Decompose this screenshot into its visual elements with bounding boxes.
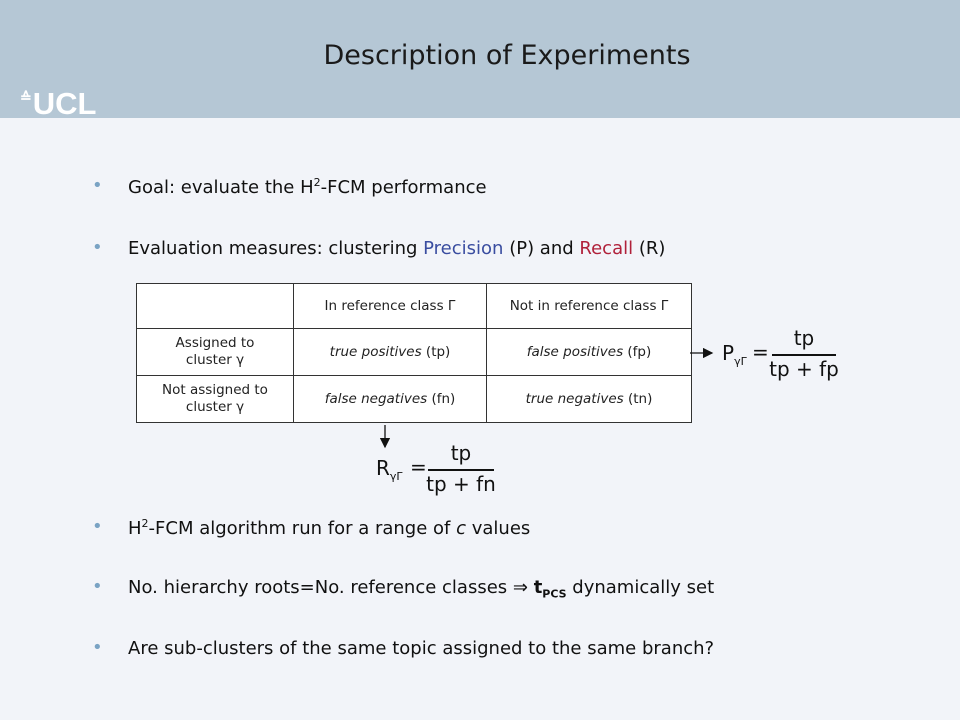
row-label-line2: cluster γ [185,352,245,368]
row-label-line1: Assigned to [175,335,255,352]
formula-lhs: R [376,456,390,480]
formula-eq: = [752,340,769,364]
cell-term: false negatives [324,391,428,407]
recall-word: Recall [579,238,634,259]
slide-title: Description of Experiments [323,40,691,71]
row-label-line1: Not assigned to [162,382,268,399]
formula-lhs: P [722,341,735,365]
cell-abbr: (fn) [427,391,456,407]
header-band [0,0,960,118]
confusion-matrix: In reference class Γ Not in reference cl… [136,283,692,423]
formula-sub: γΓ [734,355,747,368]
precision-word: Precision [423,238,504,259]
matrix-corner-cell [136,283,294,329]
row-label-line2: cluster γ [185,399,245,415]
bullet-roots-pre: No. hierarchy roots=No. reference classe… [128,577,534,598]
bullet-measures-pre: Evaluation measures: clustering [128,238,424,259]
bullet-dot: • [92,175,103,196]
bullet-algorithm-post: values [466,518,531,539]
bullet-algorithm-var: c [456,518,467,539]
bullet-roots-post: dynamically set [566,577,715,598]
bullet-goal-sup: 2 [313,176,321,189]
matrix-header-row: In reference class Γ Not in reference cl… [136,283,692,329]
cell-abbr: (tp) [421,344,451,360]
cell-true-positives: true positives (tp) [293,328,487,376]
formula-sub: γΓ [389,470,403,483]
formula-numerator: tp [793,326,815,350]
ucl-logo-text: UCL [32,86,97,121]
tpcs-t: t [533,577,543,598]
ucl-logo-mark: ≙ [20,89,32,105]
matrix-col-header-in: In reference class Γ [293,283,487,329]
cell-term: false positives [526,344,624,360]
bullet-algorithm-sup: 2 [141,517,149,530]
cell-true-negatives: true negatives (tn) [486,375,692,423]
bullet-algorithm-pre: H [128,518,142,539]
cell-abbr: (tn) [623,391,653,407]
bullet-measures-mid2: (R) [633,238,666,259]
tpcs-symbol: tPCS [533,577,567,601]
bullet-goal-pre: Goal: evaluate the H [128,177,314,198]
bullet-dot: • [92,516,103,537]
cell-term: true positives [329,344,422,360]
bullet-sub-clusters-text: Are sub-clusters of the same topic assig… [128,638,715,659]
bullet-dot: • [92,637,103,658]
bullet-dot: • [92,576,103,597]
fraction-bar [428,469,494,471]
formula-numerator: tp [450,441,472,465]
cell-false-negatives: false negatives (fn) [293,375,487,423]
bullet-goal-post: -FCM performance [320,177,487,198]
formula-denominator: tp + fn [426,472,496,496]
cell-term: true negatives [525,391,624,407]
fraction-bar [772,354,836,356]
bullet-measures-mid1: (P) and [503,238,580,259]
matrix-col-header-not-in: Not in reference class Γ [486,283,692,329]
cell-abbr: (fp) [623,344,652,360]
formula-eq: = [410,455,427,479]
bullet-dot: • [92,237,103,258]
ucl-logo: ≙UCL [20,88,96,119]
cell-false-positives: false positives (fp) [486,328,692,376]
bullet-algorithm-mid: -FCM algorithm run for a range of [148,518,457,539]
formula-denominator: tp + fp [769,357,839,381]
tpcs-sub: PCS [542,587,567,601]
